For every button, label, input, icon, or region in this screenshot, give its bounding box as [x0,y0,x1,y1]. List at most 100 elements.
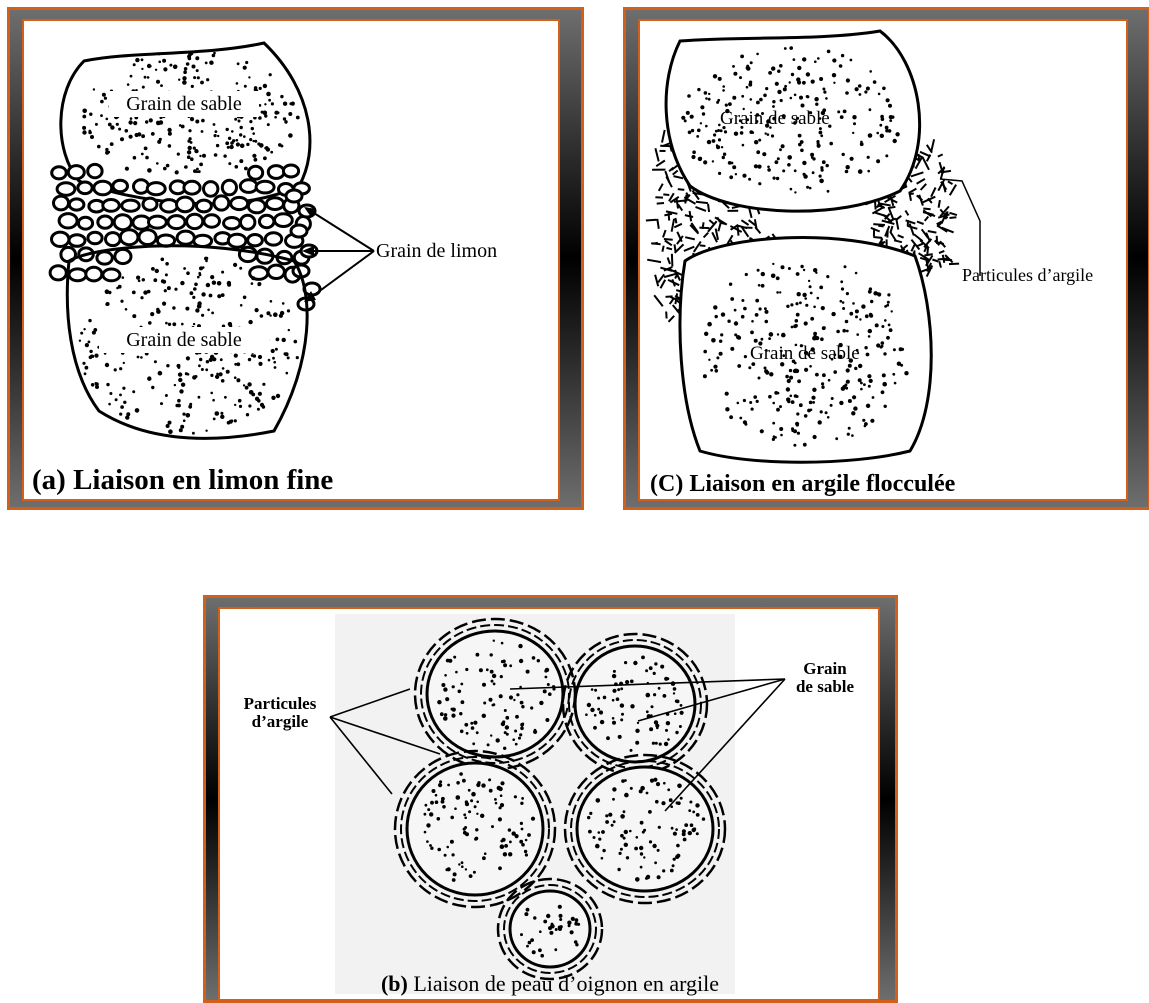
sand-dot [448,659,452,663]
sand-dot [538,948,542,952]
sand-dot [210,392,213,395]
sand-dot [756,101,760,105]
sand-dot [862,419,865,422]
silt-grain [256,181,274,193]
sand-dot [198,170,201,173]
sand-dot [172,322,176,326]
clay-particle [920,152,930,157]
clay-particle [939,261,941,267]
label-sand-line2: de sable [796,677,855,696]
clay-particle [685,237,695,239]
sand-dot [700,105,704,109]
sand-dot [629,830,632,833]
clay-particle [917,222,924,224]
sand-dot [205,260,208,263]
sand-dot [748,178,751,181]
sand-dot [832,73,836,77]
clay-particle [664,274,676,277]
sand-dot [545,668,549,672]
sand-dot [881,341,885,345]
sand-dot [215,411,220,416]
sand-dot [198,364,201,367]
sand-dot [868,329,872,333]
sand-dot [499,806,502,809]
sand-dot [260,314,264,318]
sand-dot [518,644,522,648]
sand-dot [822,88,825,91]
silt-grain [286,190,302,202]
sand-dot [815,272,817,274]
sand-dot [712,160,714,162]
sand-dot [520,933,523,936]
label-clay-line1: Particules [244,694,317,713]
sand-dot [217,281,222,286]
sand-dot [505,716,509,720]
sand-dot [115,398,118,401]
sand-dot [239,267,242,270]
sand-dot [213,418,216,421]
sand-dot [613,820,616,823]
sand-dot [205,62,208,65]
silt-grain [168,216,185,229]
sand-dot [205,257,208,260]
sand-dot [888,129,892,133]
sand-dot [92,331,96,335]
sand-dot [698,157,702,161]
sand-dot [691,129,694,132]
sand-dot [869,313,873,317]
sand-dot [156,308,159,311]
sand-dot [109,392,112,395]
sand-dot [119,367,122,370]
sand-dot [787,163,791,167]
sand-dot [746,66,750,70]
sand-dot [800,149,804,153]
label-sand-top: Grain de sable [720,108,830,129]
sand-dot [424,831,427,834]
sand-dot [891,310,893,312]
sand-dot [676,700,680,704]
sand-dot [888,104,892,108]
clay-particle [709,220,713,224]
sand-dot [166,164,170,168]
clay-particle [662,246,663,252]
sand-dot [279,314,283,318]
sand-dot [506,733,509,736]
sand-dot [273,312,278,317]
clay-particle [663,194,669,195]
clay-particle [685,215,693,217]
sand-dot [806,72,810,76]
sand-dot [585,713,588,716]
sand-dot [864,422,868,426]
silt-grain [248,235,263,246]
sand-dot [490,670,494,674]
sand-dot [512,831,516,835]
silt-grain [268,166,284,179]
sand-dot [858,169,863,174]
sand-dot [837,110,840,113]
clay-particle [939,251,944,253]
sand-dot [546,914,550,918]
panel-b-diagram: Particules d’argile Grain de sable (b) L… [220,609,878,999]
silt-grain [147,183,165,195]
sand-dot [214,153,218,157]
sand-dot [620,718,623,721]
sand-dot [441,797,445,801]
sand-dot [108,123,112,127]
sand-dot [500,675,503,678]
sand-dot [438,783,442,787]
sand-dot [649,727,653,731]
sand-dot [883,352,886,355]
sand-dot [605,820,609,824]
sand-dot [191,85,194,88]
sand-dot [715,315,718,318]
sand-dot [515,743,518,746]
clay-particle [950,213,957,215]
sand-dot [220,415,224,419]
sand-dot [498,817,502,821]
sand-dot [809,187,812,190]
sand-dot [806,95,809,98]
sand-dot [688,809,691,812]
sand-dot [729,175,733,179]
clay-particle [678,189,685,190]
sand-dot [110,142,114,146]
